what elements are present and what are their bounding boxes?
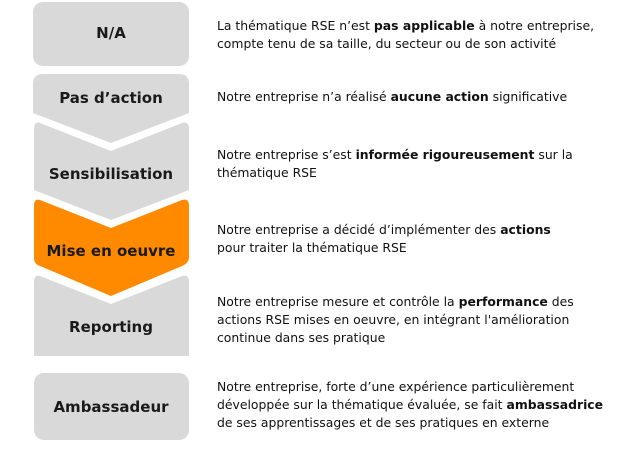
level-label-reporting: Reporting bbox=[69, 318, 153, 336]
description-text: La thématique RSE n’est bbox=[217, 18, 374, 33]
description-line: thématique RSE bbox=[217, 164, 573, 182]
level-shape-ambassadeur bbox=[34, 373, 189, 440]
level-description-mise-en-oeuvre: Notre entreprise a décidé d’implémenter … bbox=[217, 221, 551, 257]
level-shape-reporting bbox=[34, 275, 189, 356]
description-text: des bbox=[547, 294, 574, 309]
description-text: Notre entreprise n’a réalisé bbox=[217, 89, 391, 104]
description-text: à notre entreprise, bbox=[474, 18, 595, 33]
description-text: sur la bbox=[534, 147, 573, 162]
description-line: Notre entreprise, forte d’une expérience… bbox=[217, 378, 603, 396]
description-text: de ses apprentissages et de ses pratique… bbox=[217, 415, 550, 430]
description-text: continue dans ses pratique bbox=[217, 330, 386, 345]
emphasis-text: performance bbox=[458, 294, 548, 309]
emphasis-text: ambassadrice bbox=[506, 397, 604, 412]
level-shape-mise-en-oeuvre[interactable] bbox=[34, 199, 189, 296]
description-line: compte tenu de sa taille, du secteur ou … bbox=[217, 35, 594, 53]
level-description-na: La thématique RSE n’est pas applicable à… bbox=[217, 17, 594, 53]
description-text: pour traiter la thématique RSE bbox=[217, 240, 407, 255]
description-line: actions RSE mises en oeuvre, en intégran… bbox=[217, 311, 574, 329]
level-shape-na bbox=[33, 2, 189, 66]
level-label-sensibilisation: Sensibilisation bbox=[48, 165, 174, 183]
level-label-pas-daction: Pas d’action bbox=[59, 89, 163, 107]
description-line: pour traiter la thématique RSE bbox=[217, 239, 551, 257]
level-label-ambassadeur: Ambassadeur bbox=[53, 398, 169, 416]
level-description-ambassadeur: Notre entreprise, forte d’une expérience… bbox=[217, 378, 603, 432]
description-text: Notre entreprise mesure et contrôle la bbox=[217, 294, 459, 309]
description-text: Notre entreprise, forte d’une expérience… bbox=[217, 379, 575, 394]
emphasis-text: informée rigoureusement bbox=[355, 147, 535, 162]
description-line: Notre entreprise mesure et contrôle la p… bbox=[217, 293, 574, 311]
description-text: compte tenu de sa taille, du secteur ou … bbox=[217, 36, 557, 51]
description-text: actions RSE mises en oeuvre, en intégran… bbox=[217, 312, 570, 327]
description-line: développée sur la thématique évaluée, se… bbox=[217, 396, 603, 414]
description-line: de ses apprentissages et de ses pratique… bbox=[217, 414, 603, 432]
description-text: développée sur la thématique évaluée, se… bbox=[217, 397, 507, 412]
emphasis-text: actions bbox=[500, 222, 551, 237]
level-shape-sensibilisation bbox=[34, 122, 189, 220]
description-line: Notre entreprise s’est informée rigoureu… bbox=[217, 146, 573, 164]
description-line: Notre entreprise a décidé d’implémenter … bbox=[217, 221, 551, 239]
emphasis-text: pas applicable bbox=[373, 18, 475, 33]
description-text: Notre entreprise s’est bbox=[217, 147, 356, 162]
description-line: continue dans ses pratique bbox=[217, 329, 574, 347]
emphasis-text: aucune action bbox=[390, 89, 489, 104]
description-line: Notre entreprise n’a réalisé aucune acti… bbox=[217, 88, 567, 106]
description-text: thématique RSE bbox=[217, 165, 317, 180]
level-description-pas-daction: Notre entreprise n’a réalisé aucune acti… bbox=[217, 88, 567, 106]
description-text: Notre entreprise a décidé d’implémenter … bbox=[217, 222, 501, 237]
description-line: La thématique RSE n’est pas applicable à… bbox=[217, 17, 594, 35]
level-description-reporting: Notre entreprise mesure et contrôle la p… bbox=[217, 293, 574, 347]
level-shape-pas-daction bbox=[33, 74, 189, 143]
level-description-sensibilisation: Notre entreprise s’est informée rigoureu… bbox=[217, 146, 573, 182]
level-label-na: N/A bbox=[96, 24, 126, 42]
level-label-mise-en-oeuvre: Mise en oeuvre bbox=[46, 242, 176, 260]
description-text: significative bbox=[488, 89, 568, 104]
